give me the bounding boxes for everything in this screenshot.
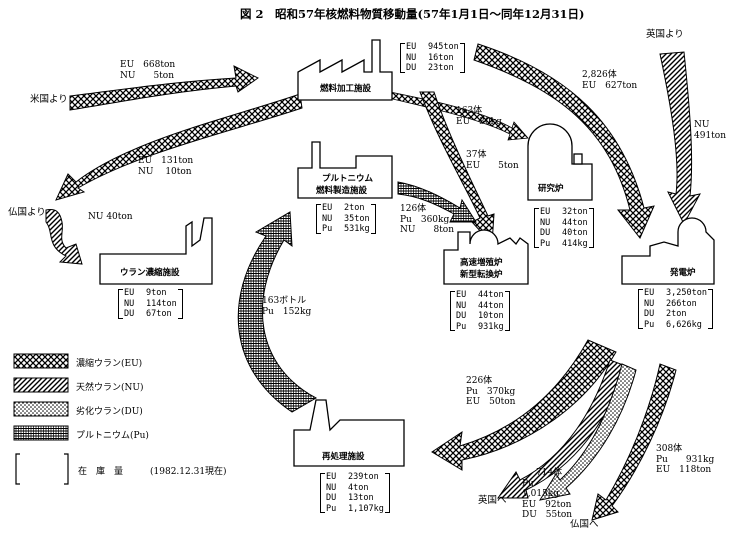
legend-du-label: 劣化ウラン(DU) xyxy=(76,407,143,417)
pu-fab-name-2: 燃料製造施設 xyxy=(316,186,368,196)
origin-usa: 米国より xyxy=(30,94,68,105)
page-title: 図 2 昭和57年核燃料物質移動量(57年1月1日～同年12月31日) xyxy=(240,7,585,21)
uranium-conv-building xyxy=(99,217,213,285)
arrow-usa-to-fuel-fab xyxy=(69,65,259,111)
reprocessing-name: 再処理施設 xyxy=(322,452,365,462)
legend-stock-bracket xyxy=(15,453,69,485)
reprocessing-building xyxy=(293,399,405,467)
fuel-fab-building xyxy=(297,39,393,101)
legend-eu-swatch xyxy=(13,353,69,369)
flow-to-uk: 714体 Pu 1,015kg EU 92ton DU 55ton xyxy=(522,468,573,520)
legend-pu-swatch xyxy=(13,425,69,441)
pu-fab-building xyxy=(297,141,393,199)
power-name: 発電炉 xyxy=(670,268,696,278)
arrow-to-uk-du xyxy=(538,363,637,501)
arrow-fab-to-power xyxy=(473,43,655,239)
research-building xyxy=(527,123,593,201)
arrow-to-france xyxy=(591,363,677,521)
legend-nu-label: 天然ウラン(NU) xyxy=(76,383,144,393)
fbr-name-1: 高速増殖炉 xyxy=(460,258,503,268)
legend-stock-label: 在 庫 量 xyxy=(78,467,124,477)
fbr-building xyxy=(443,229,529,285)
fuel-fab-name: 燃料加工施設 xyxy=(320,84,372,94)
legend-nu-swatch xyxy=(13,377,69,393)
origin-uk: 英国より xyxy=(646,29,684,40)
uranium-conv-name: ウラン濃縮施設 xyxy=(120,268,180,278)
arrow-uk-to-power xyxy=(659,51,701,226)
arrow-fab-to-research xyxy=(379,89,529,141)
arrow-pu-to-fbr xyxy=(397,181,477,223)
power-building xyxy=(621,217,715,285)
legend-du-swatch xyxy=(13,401,69,417)
flow-france-nu: NU 40ton xyxy=(88,212,133,222)
research-name: 研究炉 xyxy=(538,184,564,194)
arrow-fab-to-france xyxy=(55,93,303,201)
arrow-fab-to-fbr xyxy=(419,91,495,246)
legend-stock-date: (1982.12.31現在) xyxy=(150,467,227,477)
origin-france: 仏国より xyxy=(8,207,46,218)
pu-fab-name-1: プルトニウム xyxy=(322,174,374,184)
legend-eu-label: 濃縮ウラン(EU) xyxy=(76,359,143,369)
legend-pu-label: プルトニウム(Pu) xyxy=(76,431,149,441)
arrow-repro-to-pu xyxy=(237,211,318,413)
fbr-name-2: 新型転換炉 xyxy=(460,270,503,280)
dest-france: 仏国へ xyxy=(570,519,599,530)
arrow-france-nu xyxy=(45,209,83,265)
dest-uk: 英国へ xyxy=(478,495,507,506)
arrow-power-to-repro xyxy=(431,339,617,471)
